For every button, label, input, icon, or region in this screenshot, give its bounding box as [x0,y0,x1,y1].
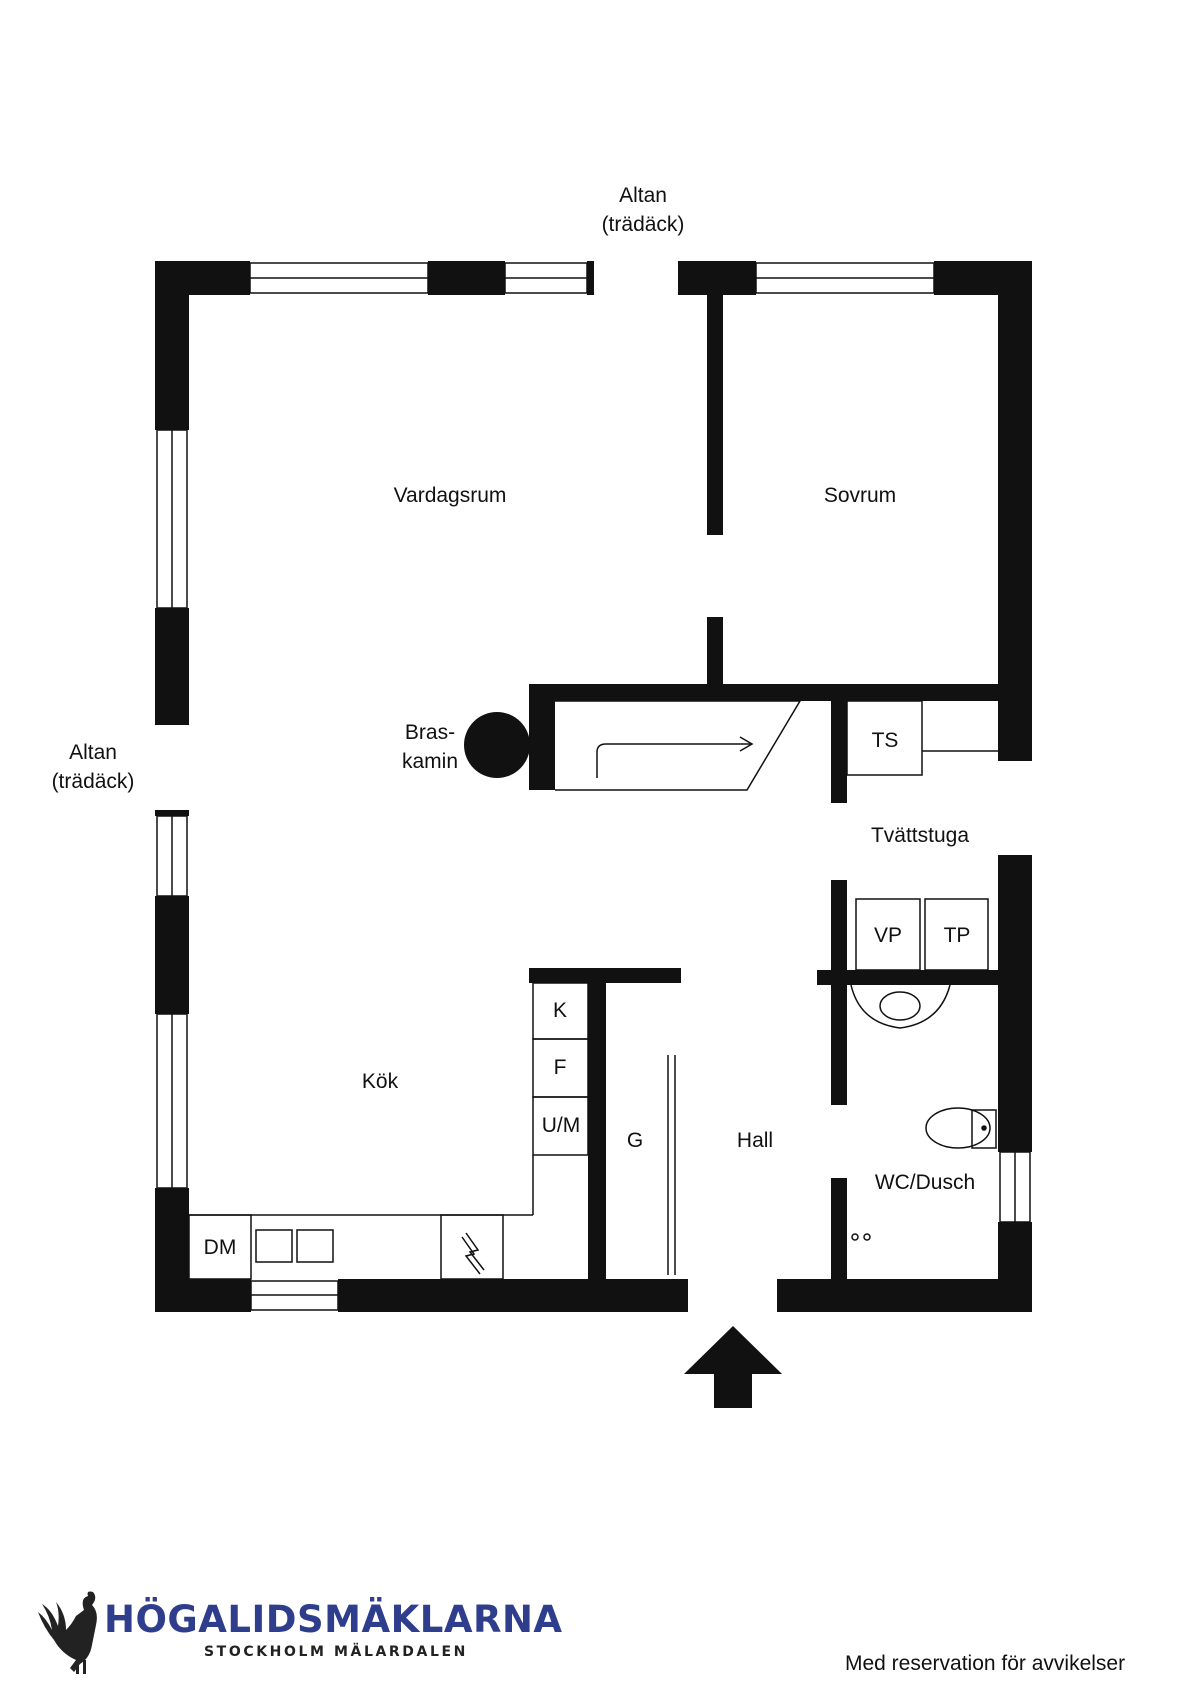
fixture-label-ts: TS [871,729,899,752]
room-label-wc-dusch: WC/Dusch [874,1171,976,1194]
fixtures [188,700,998,1280]
brand-name: HÖGALIDSMÄKLARNA [104,1598,563,1641]
fixture-label-g: G [626,1129,644,1152]
fixture-label-tp: TP [943,924,971,947]
stair [555,700,802,791]
fireplace-label: Bras- kamin [390,718,470,776]
exterior-walls [155,261,1032,1312]
fixture-label-um: U/M [541,1114,581,1137]
fireplace-label-line2: kamin [401,750,459,773]
altan-left-line2: (trädäck) [51,770,135,793]
rooster-icon [38,1591,97,1674]
altan-left-label: Altan (trädäck) [38,738,148,796]
room-label-sovrum: Sovrum [823,484,897,507]
room-label-hall: Hall [736,1129,774,1152]
brand-tagline: STOCKHOLM MÄLARDALEN [204,1644,468,1660]
interior-walls [529,295,998,1279]
altan-top-label: Altan (trädäck) [588,181,698,239]
fireplace-label-line1: Bras- [404,721,456,744]
disclaimer: Med reservation för avvikelser [845,1652,1126,1675]
room-label-vardagsrum: Vardagsrum [393,484,507,507]
fixture-label-k: K [552,999,567,1022]
fireplace-icon [464,712,530,778]
altan-top-line1: Altan [619,184,667,207]
room-label-tvattstuga: Tvättstuga [870,824,970,847]
fixture-label-vp: VP [873,924,902,947]
windows [156,262,1031,1311]
fixture-label-f: F [553,1056,567,1079]
room-label-kok: Kök [361,1070,399,1093]
altan-top-line2: (trädäck) [601,213,685,236]
altan-left-line1: Altan [69,741,117,764]
fixture-label-dm: DM [203,1236,237,1259]
entrance-arrow-icon [684,1326,782,1408]
